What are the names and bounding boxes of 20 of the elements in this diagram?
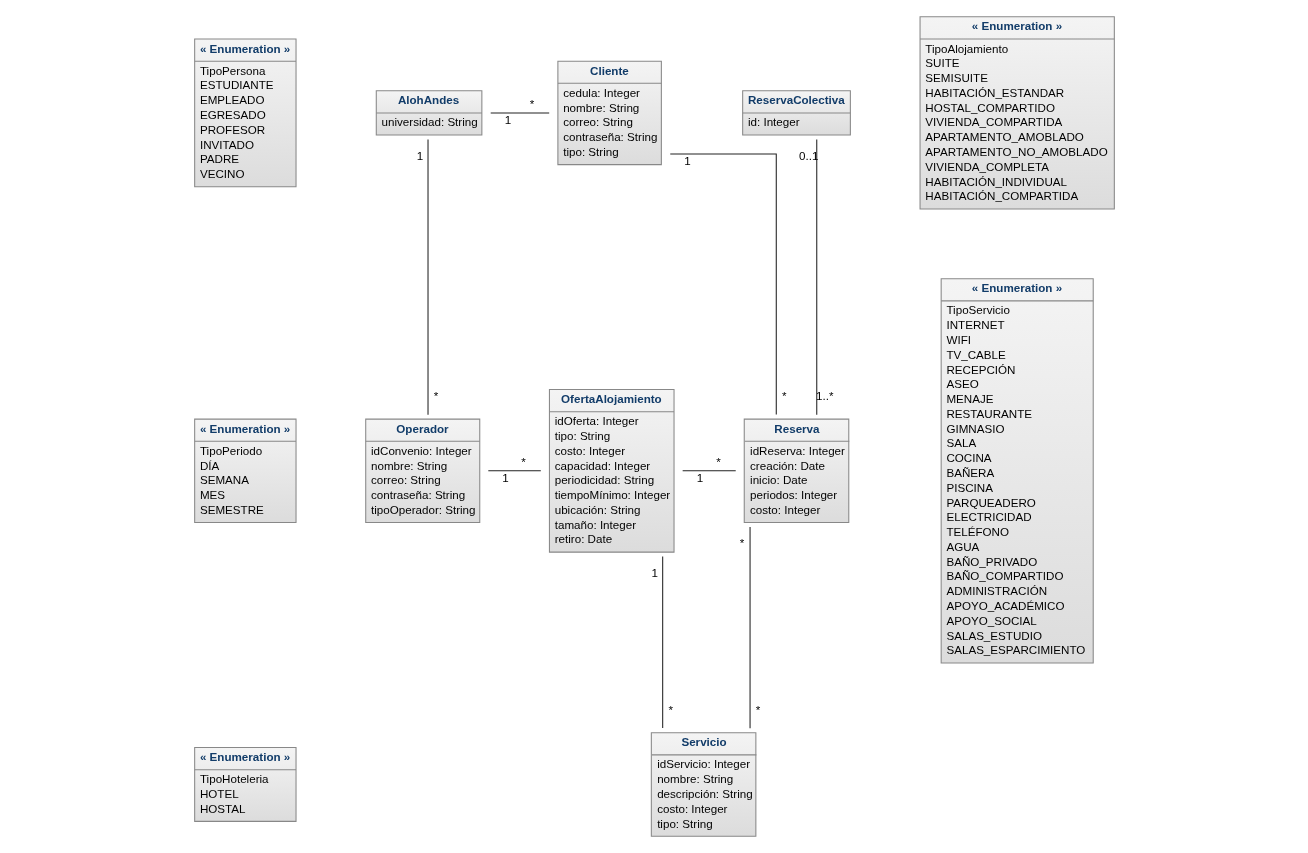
label: 1	[683, 154, 691, 168]
label: *	[715, 454, 721, 468]
connector	[661, 556, 663, 729]
label: *	[529, 96, 534, 110]
connector	[815, 139, 817, 416]
label: *	[755, 703, 760, 717]
label: *	[520, 454, 526, 468]
label: *	[433, 389, 438, 403]
label: 1	[696, 470, 703, 484]
label: *	[739, 536, 744, 550]
label: 1	[501, 470, 509, 484]
label: 1	[416, 148, 423, 162]
label: *	[781, 389, 787, 403]
connector	[487, 470, 541, 472]
connector	[681, 470, 736, 472]
label: 1	[504, 112, 511, 126]
label: 1	[650, 565, 658, 579]
label: *	[667, 702, 673, 716]
label: 1..*	[815, 389, 833, 403]
connector	[669, 153, 777, 416]
